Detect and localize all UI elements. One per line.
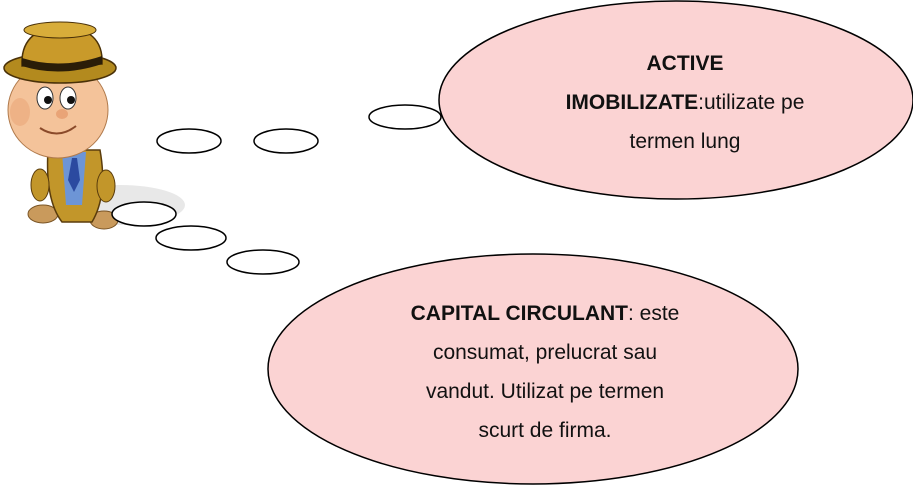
thought-oval-3 <box>368 104 442 130</box>
bubble-top-text: ACTIVE IMOBILIZATE:utilizate pe termen l… <box>520 44 850 161</box>
thought-oval-1 <box>156 128 222 154</box>
bubble-bottom-line3: vandut. Utilizat pe termen <box>425 380 665 403</box>
bubble-bottom-text: CAPITAL CIRCULANT: este consumat, preluc… <box>370 294 720 450</box>
bubble-top-subtitle: IMOBILIZATE <box>565 91 699 114</box>
bubble-top-title: ACTIVE <box>646 52 724 75</box>
thought-bubble-bottom <box>267 253 799 485</box>
thought-bubble-top <box>438 0 913 200</box>
thought-oval-4 <box>111 201 177 227</box>
bubble-top-rest: :utilizate pe <box>698 91 805 114</box>
thought-oval-6 <box>226 249 300 275</box>
thought-oval-5 <box>155 225 227 251</box>
thought-oval-2 <box>253 128 319 154</box>
bubble-bottom-line4: scurt de firma. <box>478 419 612 442</box>
bubble-bottom-rest: : este <box>628 302 680 325</box>
bubble-bottom-title: CAPITAL CIRCULANT <box>410 302 628 325</box>
bubble-bottom-line2: consumat, prelucrat sau <box>432 341 658 364</box>
cartoon-man-icon <box>3 21 185 230</box>
bubble-top-line3: termen lung <box>629 130 741 153</box>
